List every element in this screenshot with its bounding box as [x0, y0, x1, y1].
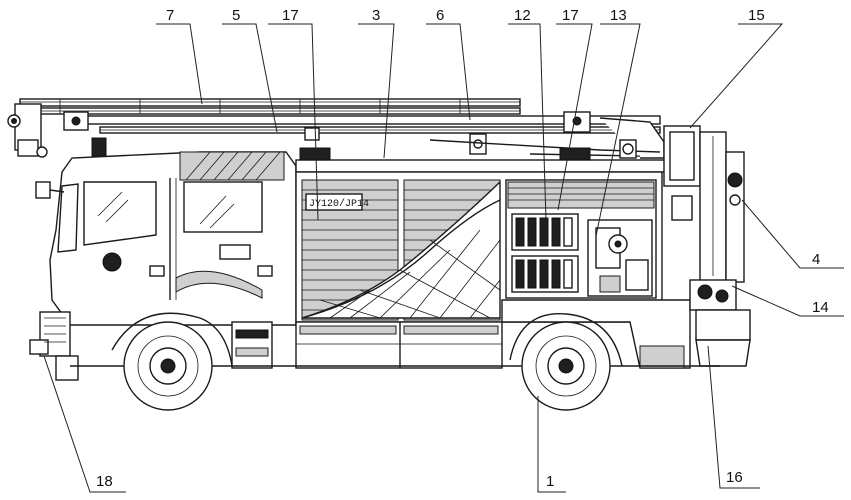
equipment-body: JY120/JP14 [295, 147, 691, 369]
callout-13: 13 [610, 7, 627, 24]
ladder-boom [7, 98, 665, 159]
callout-4: 4 [812, 251, 820, 268]
callout-15: 15 [748, 7, 765, 24]
callout-17a: 17 [282, 7, 299, 24]
callout-labels: 7 5 17 3 6 12 17 13 15 4 14 16 1 18 [96, 7, 829, 490]
breathing-apparatus-rack [511, 213, 579, 293]
callout-7: 7 [166, 7, 174, 24]
callout-6: 6 [436, 7, 444, 24]
callout-18: 18 [96, 473, 113, 490]
callout-12: 12 [514, 7, 531, 24]
front-wheel [123, 321, 213, 411]
callout-16: 16 [726, 469, 743, 486]
callout-1: 1 [546, 473, 554, 490]
callout-17b: 17 [562, 7, 579, 24]
pump-unit [587, 219, 653, 297]
wave-hatch [319, 229, 501, 319]
model-plate-text: JY120/JP14 [309, 198, 369, 210]
cab [29, 151, 297, 381]
callout-3: 3 [372, 7, 380, 24]
shutter-slats-1 [302, 189, 398, 311]
callout-5: 5 [232, 7, 240, 24]
callout-14: 14 [812, 299, 829, 316]
rear-wheel [521, 321, 611, 411]
callout-leaders [43, 23, 844, 493]
